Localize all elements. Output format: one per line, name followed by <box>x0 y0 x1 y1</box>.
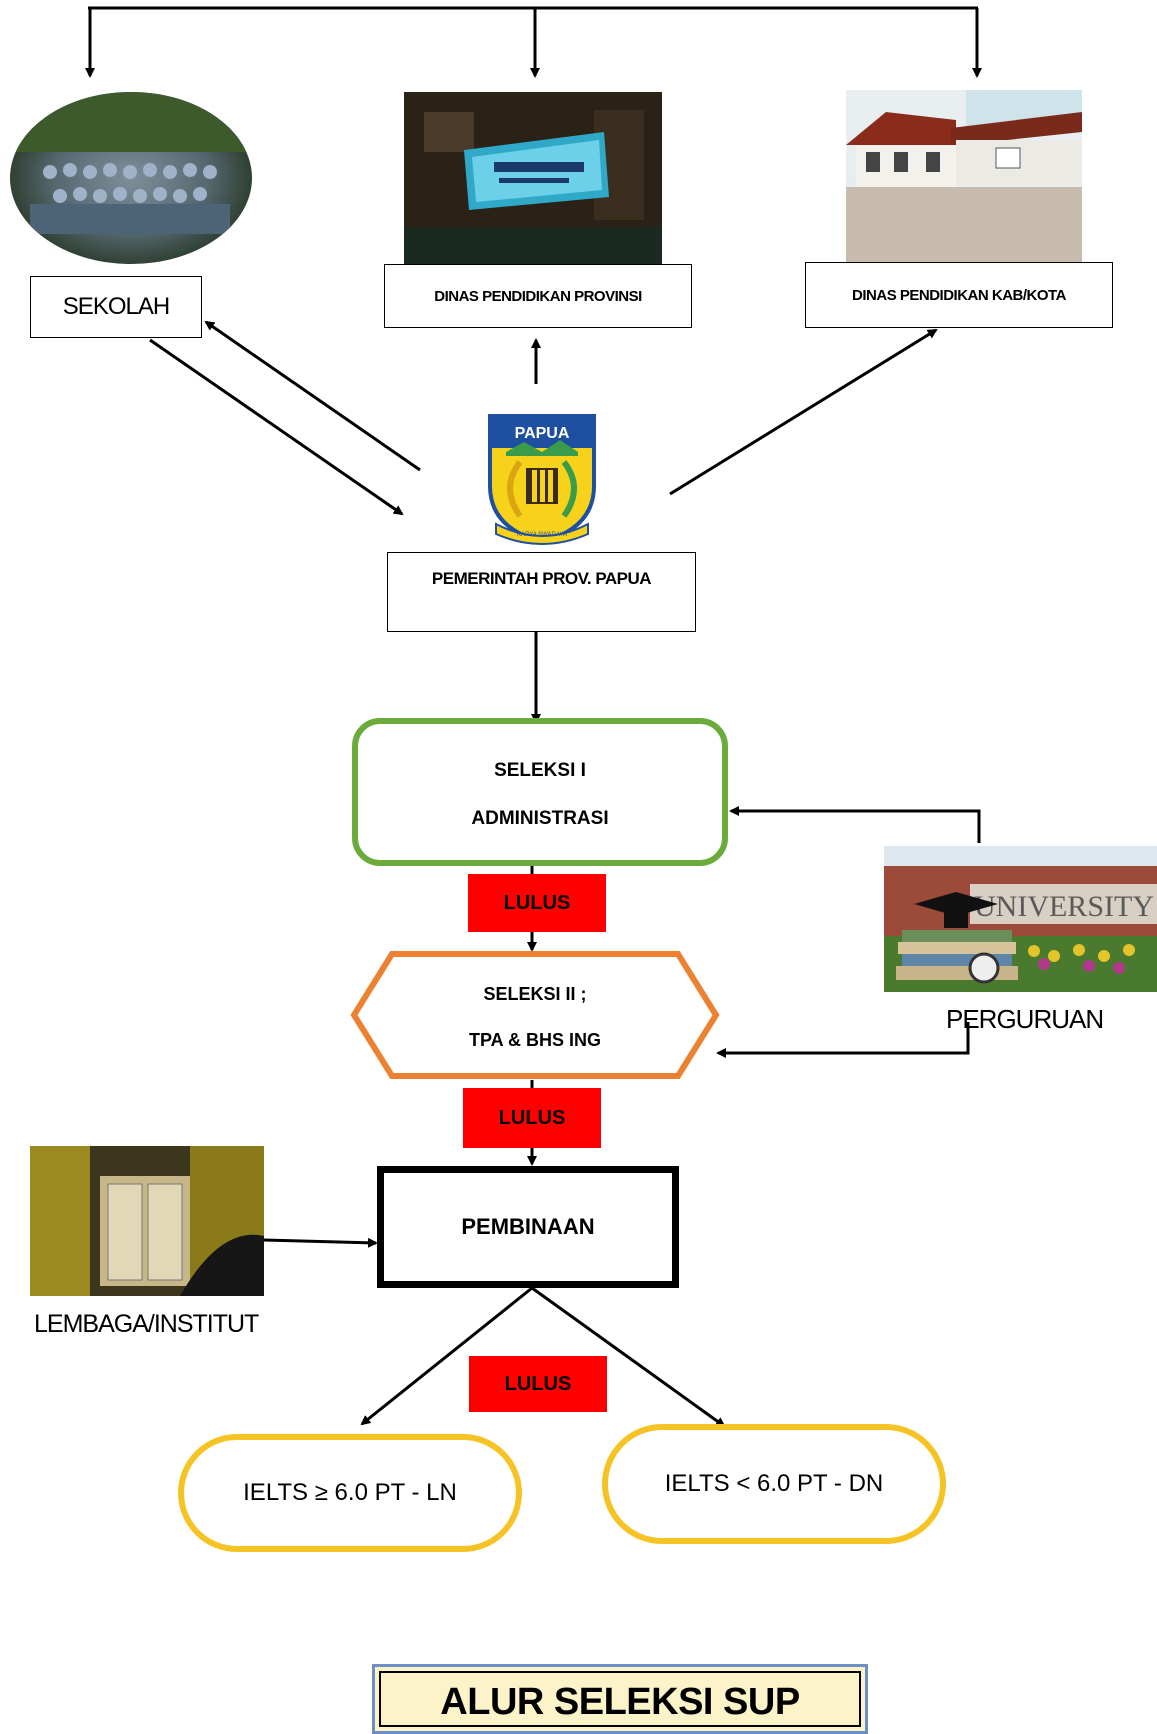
diagram-title: ALUR SELEKSI SUP <box>440 1681 800 1723</box>
arrow-perguruan-to-seleksi2 <box>716 1022 970 1058</box>
lulus-badge-2-label: LULUS <box>498 1106 566 1129</box>
node-dinas-kabkota-label: DINAS PENDIDIKAN KAB/KOTA <box>852 286 1066 304</box>
seleksi2-line1: SELEKSI II ; <box>483 984 587 1004</box>
node-dinas-provinsi: DINAS PENDIDIKAN PROVINSI <box>384 264 692 328</box>
node-pembinaan-label: PEMBINAAN <box>461 1214 595 1239</box>
papua-logo: PAPUA KARYA SWADAYA <box>476 408 608 550</box>
logo-bottom-text: KARYA SWADAYA <box>517 532 567 538</box>
arrow-pembinaan-to-dn <box>531 1286 726 1428</box>
node-dinas-provinsi-label: DINAS PENDIDIKAN PROVINSI <box>434 287 642 305</box>
crowd-illustration <box>10 92 252 234</box>
lulus-badge-1: LULUS <box>468 874 606 932</box>
lulus-badge-3: LULUS <box>469 1356 607 1412</box>
arrow-perguruan-to-seleksi1 <box>729 806 981 843</box>
node-sekolah-label: SEKOLAH <box>62 293 170 320</box>
node-seleksi1: SELEKSI I ADMINISTRASI <box>352 718 728 866</box>
lembaga-photo <box>30 1146 264 1296</box>
lulus-badge-1-label: LULUS <box>503 891 571 914</box>
seleksi1-line2: ADMINISTRASI <box>471 808 609 829</box>
arrow-pemerintah-to-dinas-kabkota <box>669 328 938 496</box>
outcome-dn-label: IELTS < 6.0 PT - DN <box>664 1470 884 1497</box>
node-seleksi2: SELEKSI II ; TPA & BHS ING <box>350 950 720 1080</box>
node-dinas-kabkota: DINAS PENDIDIKAN KAB/KOTA <box>805 262 1113 328</box>
outcome-ln: IELTS ≥ 6.0 PT - LN <box>178 1434 522 1552</box>
diagram-title-box: ALUR SELEKSI SUP <box>372 1664 868 1734</box>
dinas-kabkota-photo <box>846 90 1082 266</box>
arrow-pembinaan-to-ln <box>360 1286 533 1426</box>
node-pemerintah-label: PEMERINTAH PROV. PAPUA <box>431 569 652 588</box>
lulus-badge-2: LULUS <box>463 1088 601 1148</box>
institute-door-illustration <box>30 1146 264 1296</box>
lulus-badge-3-label: LULUS <box>504 1372 572 1395</box>
dinas-provinsi-photo <box>404 92 662 264</box>
sekolah-photo <box>10 92 252 264</box>
outcome-dn: IELTS < 6.0 PT - DN <box>602 1424 946 1544</box>
university-illustration: UNIVERSITY <box>884 846 1157 992</box>
arrow-pemerintah-to-sekolah <box>204 320 421 472</box>
node-pemerintah: PEMERINTAH PROV. PAPUA <box>387 552 696 632</box>
office-sign-illustration <box>404 92 662 264</box>
node-pembinaan: PEMBINAAN <box>377 1166 679 1288</box>
seleksi2-hexagon-shape <box>350 951 720 1079</box>
seleksi1-line1: SELEKSI I <box>494 760 586 781</box>
outcome-ln-label: IELTS ≥ 6.0 PT - LN <box>243 1479 457 1506</box>
arrow-lembaga-to-pembinaan <box>263 1237 378 1248</box>
building-illustration <box>846 90 1082 266</box>
node-sekolah: SEKOLAH <box>30 276 202 338</box>
seleksi2-line2: TPA & BHS ING <box>468 1030 601 1050</box>
logo-top-text: PAPUA <box>515 425 570 442</box>
arrow-sekolah-to-pemerintah <box>149 338 404 516</box>
university-sign-text: UNIVERSITY <box>974 890 1154 923</box>
node-perguruan-label: PERGURUAN <box>946 1004 1104 1034</box>
papua-emblem-icon: PAPUA KARYA SWADAYA <box>488 414 596 545</box>
perguruan-photo: UNIVERSITY <box>884 846 1157 992</box>
node-lembaga-label: LEMBAGA/INSTITUT <box>34 1310 259 1338</box>
